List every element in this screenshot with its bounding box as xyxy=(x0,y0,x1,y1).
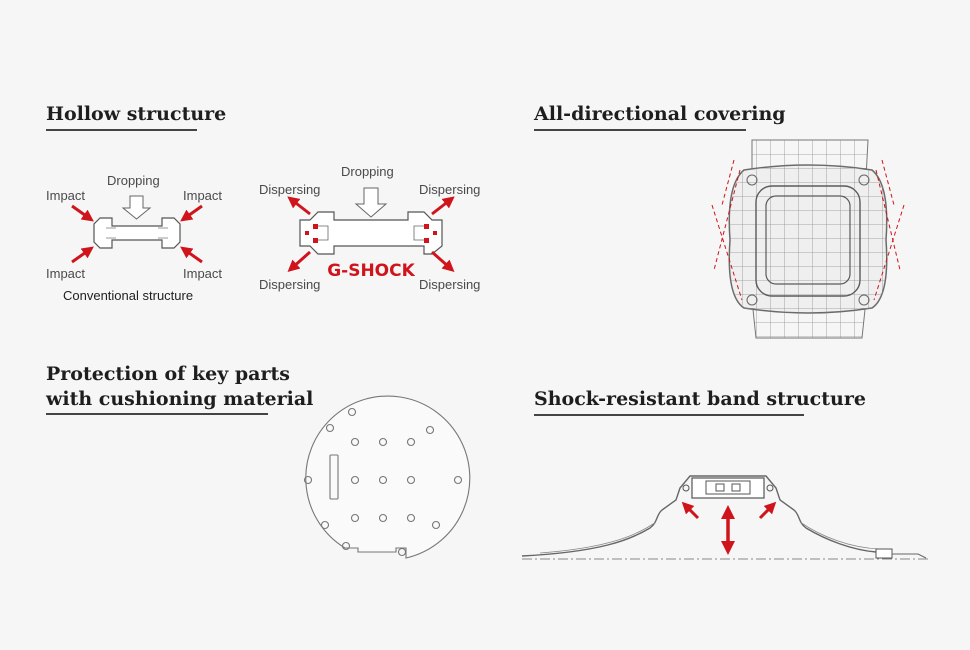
band-title-underline xyxy=(534,414,804,416)
gshock-dispersing-tr-label: Dispersing xyxy=(419,182,481,197)
conventional-impact-tl-label: Impact xyxy=(46,188,86,203)
hollow-title-underline xyxy=(46,129,197,131)
conventional-impact-br-label: Impact xyxy=(183,266,223,281)
dispersing-arrow-icon xyxy=(431,196,455,216)
all-directional-title-underline xyxy=(534,129,746,131)
cushioning-sheet-drawing xyxy=(303,395,471,559)
impact-arrow-icon xyxy=(180,204,203,222)
conventional-impact-bl-label: Impact xyxy=(46,266,86,281)
band-structure-drawing xyxy=(521,475,930,560)
impact-arrow-icon xyxy=(71,204,94,222)
shock-arrow-icon xyxy=(681,501,700,520)
conventional-structure-drawing xyxy=(71,195,203,264)
shock-arrow-icon xyxy=(758,501,777,520)
gshock-dispersing-bl-label: Dispersing xyxy=(259,277,321,292)
dispersing-arrow-icon xyxy=(287,250,311,272)
all-directional-title: All-directional covering xyxy=(534,103,786,125)
gshock-dispersing-tl-label: Dispersing xyxy=(259,182,321,197)
gshock-dropping-label: Dropping xyxy=(341,164,394,179)
gshock-structure-drawing: G-SHOCK xyxy=(287,187,455,281)
impact-arrow-icon xyxy=(71,246,94,264)
conventional-structure-caption: Conventional structure xyxy=(63,288,194,303)
dispersing-arrow-icon xyxy=(431,250,455,272)
impact-arrow-icon xyxy=(180,246,203,264)
gshock-dispersing-br-label: Dispersing xyxy=(419,277,481,292)
protection-title: Protection of key parts with cushioning … xyxy=(46,363,314,410)
dispersing-arrow-icon xyxy=(287,196,311,216)
band-structure-title: Shock-resistant band structure xyxy=(534,388,866,410)
gshock-brand-label: G-SHOCK xyxy=(327,261,415,281)
protection-title-underline xyxy=(46,413,268,415)
cushion-hole-icon xyxy=(303,407,463,557)
hollow-structure-title: Hollow structure xyxy=(46,103,227,125)
conventional-dropping-label: Dropping xyxy=(107,173,160,188)
conventional-impact-tr-label: Impact xyxy=(183,188,223,203)
watch-wireframe-drawing xyxy=(711,139,905,339)
